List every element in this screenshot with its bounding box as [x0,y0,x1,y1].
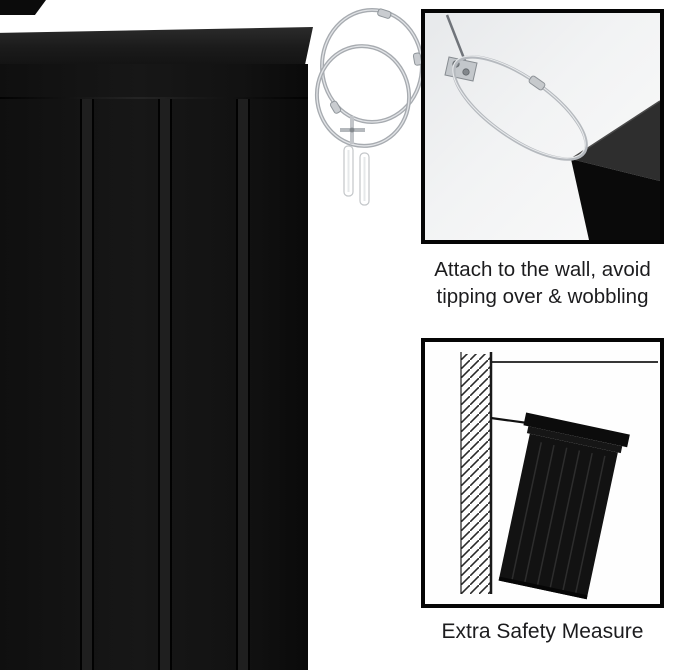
cabinet-photo [0,0,315,670]
wall-attachment-caption: Attach to the wall, avoid tipping over &… [421,256,664,310]
cabinet-back-panel [0,0,46,15]
cabinet-top-surface [0,27,313,64]
furniture-corner [570,100,660,240]
cabinet-batten [236,99,250,670]
extra-safety-caption: Extra Safety Measure [441,620,644,643]
wall-anchors [343,145,370,206]
anti-tip-cable-kit-photo [314,8,424,206]
tilted-cabinet [498,412,630,600]
extra-safety-panel [421,338,664,608]
tilt-prevention-illustration [460,352,658,600]
cabinet-front-panel [0,64,308,670]
cabinet-top-rail-groove [0,97,308,99]
wall-corner-line [445,14,467,62]
cabinet-batten [158,99,172,670]
wall-attachment-illustration [444,14,660,240]
steel-cable-loop [452,55,588,161]
caption-line: Attach to the wall, avoid [434,258,651,281]
cable-crimp [528,75,546,91]
mounting-screws-cross [340,116,365,144]
caption-line: tipping over & wobbling [436,285,649,308]
cabinet-batten [80,99,94,670]
wall-hatch [460,352,493,594]
cable-crimp-fittings [329,8,423,114]
wall-attachment-panel [421,9,664,244]
